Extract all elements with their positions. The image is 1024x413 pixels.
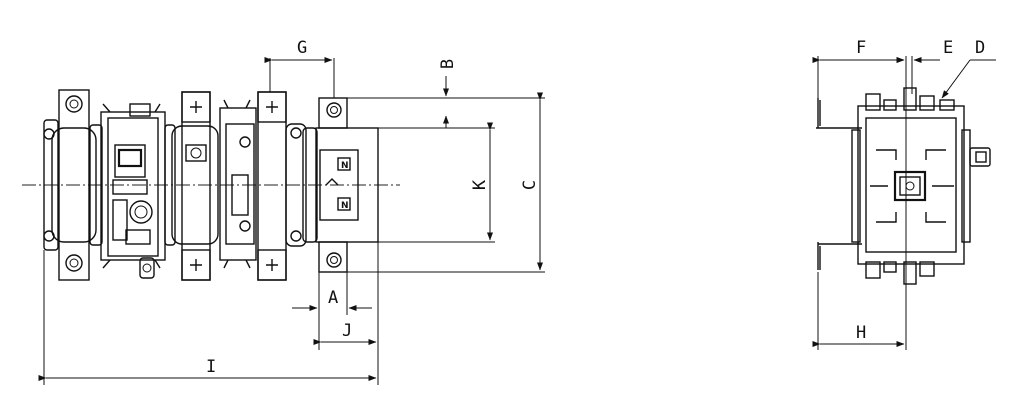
dimension-f: F [812,38,905,98]
side-body [857,105,965,265]
pole-4 [257,91,318,281]
side-view: F E D H [812,38,996,350]
dimension-i: I [38,250,377,385]
mechanism-module [89,103,176,279]
dimension-label-f: F [856,38,866,58]
pole-1 [43,89,97,281]
dimension-h: H [812,272,905,350]
front-view: N N G B K C [22,38,545,385]
dimension-label-c: C [520,180,540,190]
dimension-label-b: B [438,59,458,69]
dimension-label-h: H [856,323,866,343]
switch-body: N N [315,97,379,273]
dimension-label-j: J [342,321,352,341]
dimension-b: B [347,59,545,129]
dimension-label-a: A [328,288,338,308]
pole-2 [171,91,219,281]
pole-3 [219,99,257,269]
mark-n-top: N [341,161,349,171]
dimension-label-d: D [975,38,985,58]
dimension-j: J [313,321,377,345]
dimension-label-e: E [943,38,953,58]
dimension-e: E [886,38,953,63]
dimension-label-k: K [470,179,490,190]
dimension-c: C [347,92,545,273]
dimension-d: D [941,38,996,99]
mark-n-bottom: N [341,201,349,211]
shaft [969,147,991,167]
dimension-a: A [292,242,379,385]
dimension-label-i: I [206,357,216,377]
handle-block [893,170,927,202]
dimension-label-g: G [297,38,307,58]
dimension-g: G [264,38,335,98]
dimension-k: K [378,122,495,243]
